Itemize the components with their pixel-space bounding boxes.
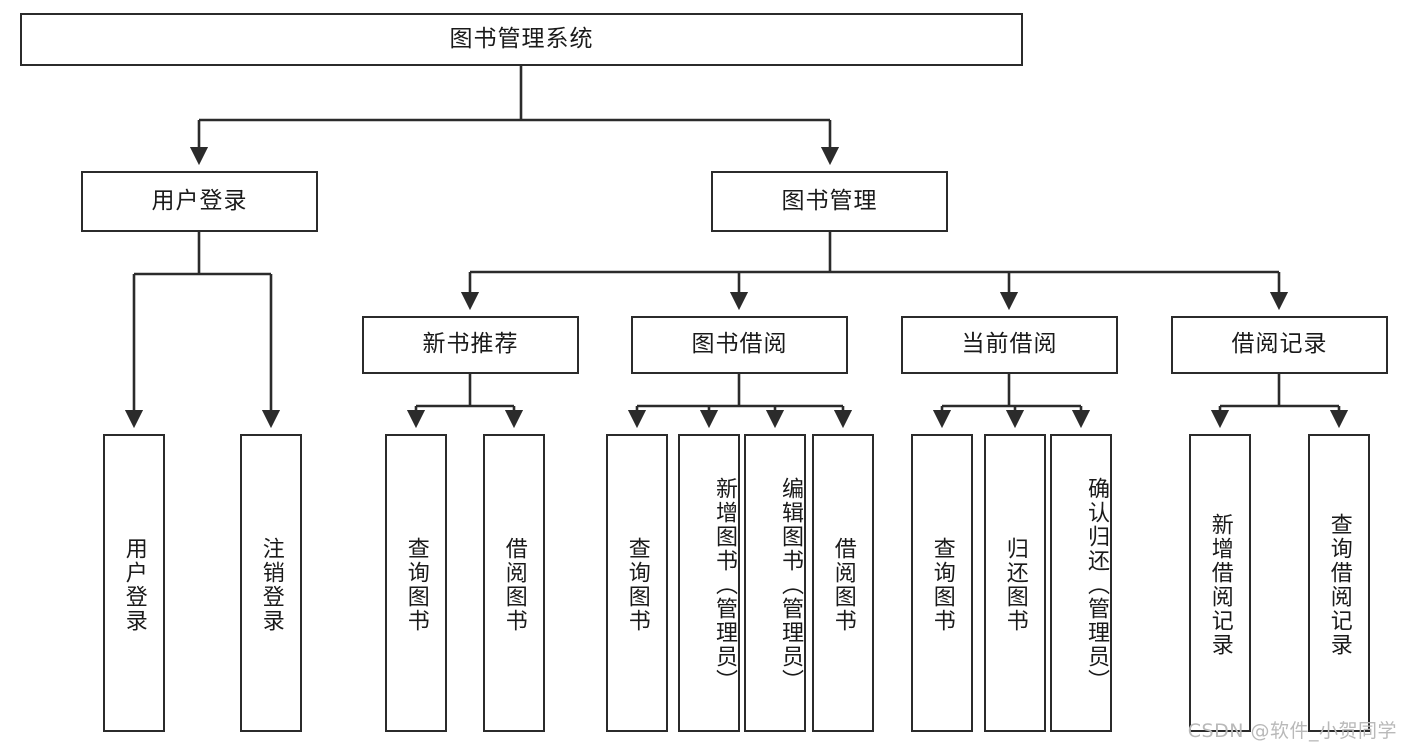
node-leaf-edit-book-admin-label: 编辑图书（管理员） [778, 477, 803, 693]
node-borrow-record-label: 借阅记录 [1231, 331, 1328, 358]
node-root[interactable]: 图书管理系统 [20, 13, 1023, 66]
node-leaf-confirm-return-admin-label: 确认归还（管理员） [1084, 477, 1109, 693]
node-leaf-user-login[interactable]: 用户登录 [103, 434, 165, 732]
node-leaf-borrow-book-1[interactable]: 借阅图书 [483, 434, 545, 732]
node-user-login[interactable]: 用户登录 [81, 171, 318, 232]
node-book-manage-label: 图书管理 [781, 187, 878, 214]
node-book-borrow-label: 图书借阅 [691, 331, 788, 358]
node-user-login-label: 用户登录 [151, 187, 248, 214]
node-current-borrow[interactable]: 当前借阅 [901, 316, 1118, 374]
node-leaf-query-book-1-label: 查询图书 [403, 537, 429, 633]
node-leaf-borrow-book-2[interactable]: 借阅图书 [812, 434, 874, 732]
node-leaf-return-book[interactable]: 归还图书 [984, 434, 1046, 732]
node-leaf-confirm-return-admin[interactable]: 确认归还（管理员） [1050, 434, 1112, 732]
node-leaf-query-book-1[interactable]: 查询图书 [385, 434, 447, 732]
node-leaf-borrow-book-2-label: 借阅图书 [830, 537, 856, 633]
node-leaf-query-book-3-label: 查询图书 [929, 537, 955, 633]
node-current-borrow-label: 当前借阅 [961, 331, 1058, 358]
node-leaf-query-book-2-label: 查询图书 [624, 537, 650, 633]
node-leaf-return-book-label: 归还图书 [1002, 537, 1028, 633]
node-leaf-borrow-book-1-label: 借阅图书 [501, 537, 527, 633]
node-leaf-query-borrow-record-label: 查询借阅记录 [1326, 513, 1352, 657]
node-leaf-query-book-3[interactable]: 查询图书 [911, 434, 973, 732]
node-leaf-edit-book-admin[interactable]: 编辑图书（管理员） [744, 434, 806, 732]
node-leaf-user-logout-label: 注销登录 [258, 537, 284, 633]
node-leaf-add-borrow-record[interactable]: 新增借阅记录 [1189, 434, 1251, 732]
node-leaf-add-borrow-record-label: 新增借阅记录 [1207, 513, 1233, 657]
node-leaf-user-login-label: 用户登录 [121, 537, 147, 633]
node-root-label: 图书管理系统 [449, 25, 594, 52]
node-borrow-record[interactable]: 借阅记录 [1171, 316, 1388, 374]
node-leaf-query-borrow-record[interactable]: 查询借阅记录 [1308, 434, 1370, 732]
node-leaf-add-book-admin-label: 新增图书（管理员） [712, 477, 737, 693]
node-leaf-user-logout[interactable]: 注销登录 [240, 434, 302, 732]
node-book-manage[interactable]: 图书管理 [711, 171, 948, 232]
csdn-watermark: CSDN @软件_小贺同学 [1187, 720, 1397, 742]
node-leaf-add-book-admin[interactable]: 新增图书（管理员） [678, 434, 740, 732]
node-new-book-recommend-label: 新书推荐 [422, 331, 519, 358]
node-leaf-query-book-2[interactable]: 查询图书 [606, 434, 668, 732]
node-new-book-recommend[interactable]: 新书推荐 [362, 316, 579, 374]
node-book-borrow[interactable]: 图书借阅 [631, 316, 848, 374]
